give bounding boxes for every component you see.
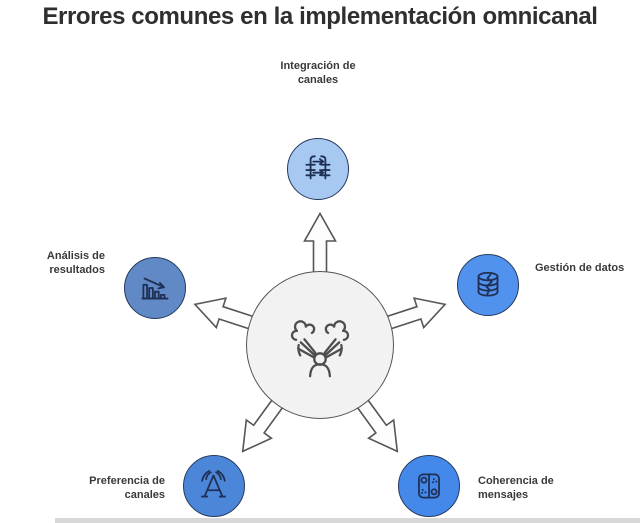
split-tile-dots-icon bbox=[418, 473, 440, 499]
node-analisis-de-resultados bbox=[124, 257, 186, 319]
declining-bar-chart-icon bbox=[141, 277, 169, 300]
overwhelmed-person-icon bbox=[290, 320, 350, 378]
node-label-gestion-de-datos: Gestión de datos bbox=[535, 262, 625, 274]
antenna-signal-icon bbox=[200, 470, 226, 498]
node-label-coherencia-de-mensajes: Coherencia de mensajes bbox=[478, 475, 554, 502]
integration-tables-icon bbox=[305, 155, 331, 180]
node-coherencia-de-mensajes bbox=[398, 455, 460, 517]
node-preferencia-de-canales bbox=[183, 455, 245, 517]
cracked-database-icon bbox=[477, 271, 499, 297]
node-gestion-de-datos bbox=[457, 254, 519, 316]
node-integracion-de-canales bbox=[287, 138, 349, 200]
node-label-integracion-de-canales: Integración de canales bbox=[280, 60, 356, 87]
page-title: Errores comunes en la implementación omn… bbox=[42, 3, 598, 30]
node-label-preferencia-de-canales: Preferencia de canales bbox=[89, 475, 165, 502]
node-label-analisis-de-resultados: Análisis de resultados bbox=[46, 250, 105, 277]
center-circle bbox=[246, 271, 394, 419]
radial-arrow-up bbox=[303, 212, 337, 277]
bottom-edge-bar bbox=[55, 518, 640, 523]
